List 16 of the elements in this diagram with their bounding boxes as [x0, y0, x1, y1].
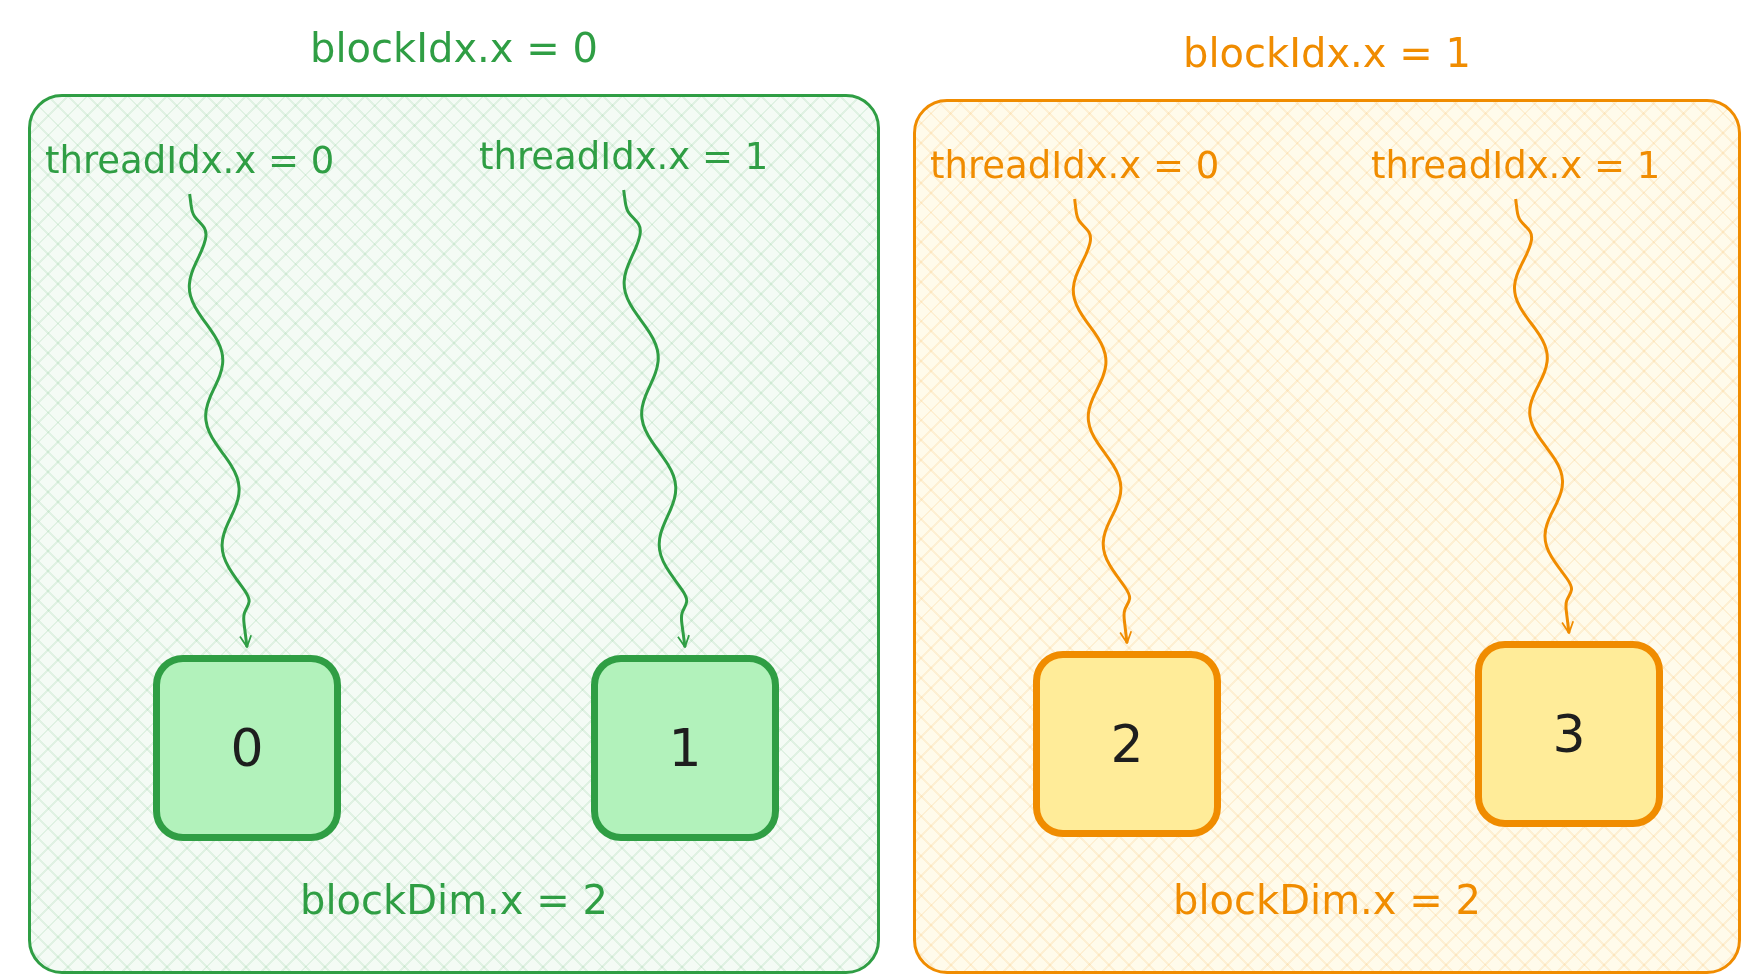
wavy-arrow: [1513, 198, 1575, 634]
thread-label: threadIdx.x = 1: [479, 135, 769, 178]
thread-label: threadIdx.x = 0: [45, 139, 335, 182]
wavy-arrow: [1071, 198, 1133, 644]
thread-index-square: 0: [153, 655, 341, 841]
thread-index-square: 3: [1475, 641, 1663, 827]
block-title: blockIdx.x = 0: [310, 25, 598, 71]
thread-label: threadIdx.x = 1: [1371, 144, 1661, 187]
wavy-arrow: [187, 193, 252, 648]
thread-label: threadIdx.x = 0: [930, 144, 1220, 187]
block-dimension-label: blockDim.x = 2: [300, 877, 608, 923]
thread-index-square: 1: [591, 655, 779, 841]
thread-index-square: 2: [1033, 651, 1221, 837]
block-title: blockIdx.x = 1: [1183, 30, 1471, 76]
wavy-arrow: [622, 189, 690, 648]
block-dimension-label: blockDim.x = 2: [1173, 877, 1481, 923]
